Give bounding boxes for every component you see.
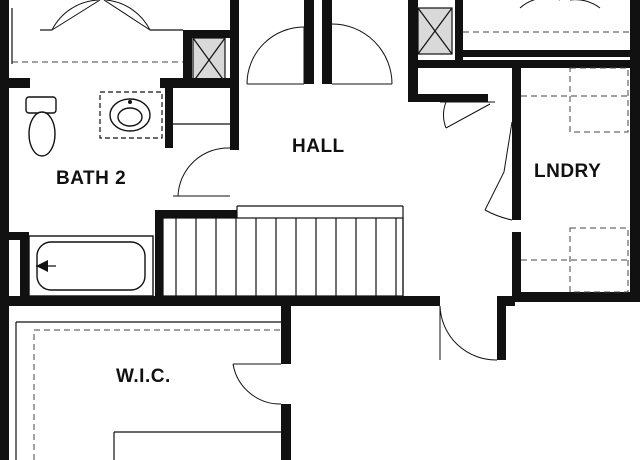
- stairs: [162, 205, 404, 297]
- room-label-bath-2: BATH 2: [56, 168, 127, 189]
- shower-top-right: [417, 7, 453, 55]
- hall-doors: [173, 23, 513, 405]
- top-left-closet: [11, 0, 183, 64]
- room-label-wic: W.I.C.: [116, 366, 171, 387]
- top-right-closet: [463, 0, 630, 33]
- room-label-hall: HALL: [292, 136, 345, 157]
- bath-2-fixtures: [25, 91, 230, 297]
- laundry-appliances: [521, 67, 630, 293]
- wic-shelving: [15, 321, 281, 460]
- shower-top-left: [192, 37, 226, 83]
- room-label-lndry: LNDRY: [534, 161, 602, 182]
